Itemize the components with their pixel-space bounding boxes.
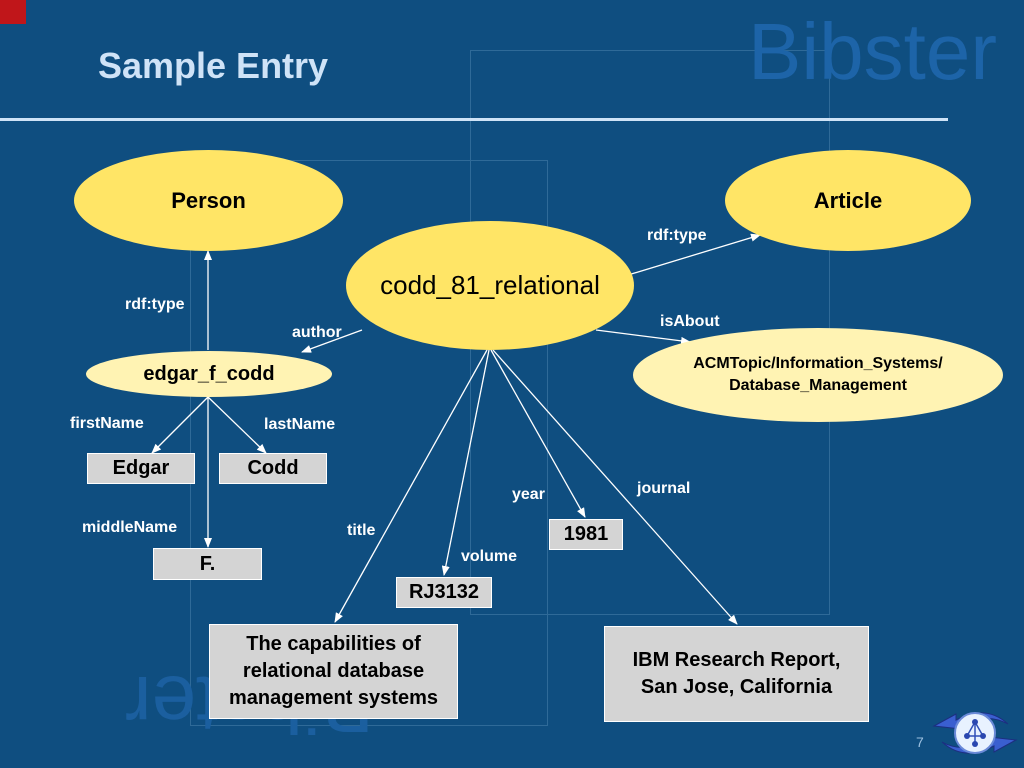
edge-first-name <box>151 396 209 454</box>
literal-edgar: Edgar <box>87 453 195 484</box>
page-number: 7 <box>916 734 924 750</box>
edge-label-middle-name: middleName <box>82 519 178 536</box>
literal-journal: IBM Research Report, San Jose, Californi… <box>604 626 869 722</box>
node-acm-topic: ACMTopic/Information_Systems/ Database_M… <box>633 328 1003 422</box>
edge-label-author: author <box>292 324 342 341</box>
background-frame <box>190 160 548 726</box>
edge-label-journal: journal <box>637 480 691 497</box>
literal-year-text: 1981 <box>563 523 609 545</box>
node-edgar-f-codd-label: edgar_f_codd <box>143 362 275 385</box>
slide-title: Sample Entry <box>98 45 329 86</box>
literal-journal-line1: IBM Research Report, <box>632 649 841 671</box>
literal-codd: Codd <box>219 453 327 484</box>
node-person-label: Person <box>171 187 246 213</box>
corner-mark <box>0 0 26 24</box>
edge-year <box>490 349 586 518</box>
edge-is-about <box>595 329 691 345</box>
node-person: Person <box>74 150 343 251</box>
edge-label-title: title <box>347 522 376 539</box>
node-codd-label: codd_81_relational <box>380 270 600 300</box>
edge-label-volume: volume <box>461 548 518 565</box>
node-acm-topic-line2: Database_Management <box>729 377 907 394</box>
title-divider <box>0 118 948 121</box>
literal-volume-text: RJ3132 <box>408 581 480 603</box>
edge-label-is-about: isAbout <box>660 313 720 330</box>
edge-label-rdf-type-article: rdf:type <box>647 227 707 244</box>
node-acm-topic-line1: ACMTopic/Information_Systems/ <box>693 355 943 372</box>
edge-journal <box>492 349 738 625</box>
edge-label-rdf-type-person: rdf:type <box>125 296 185 313</box>
node-codd-81-relational: codd_81_relational <box>346 221 634 350</box>
edge-label-first-name: firstName <box>70 415 144 432</box>
node-article: Article <box>725 150 971 251</box>
watermark-logo-text: Bibster <box>748 7 997 96</box>
edge-volume <box>441 349 490 576</box>
node-edgar-f-codd: edgar_f_codd <box>86 351 332 397</box>
edge-label-year: year <box>512 486 545 503</box>
literal-title: The capabilities of relational database … <box>209 624 458 719</box>
literal-year: 1981 <box>549 519 623 550</box>
edge-author <box>301 329 363 353</box>
literal-codd-text: Codd <box>247 457 299 479</box>
literal-volume: RJ3132 <box>396 577 492 608</box>
edge-label-last-name: lastName <box>264 416 336 433</box>
edge-last-name <box>207 396 267 454</box>
literal-f-text: F. <box>199 552 216 575</box>
literal-title-line3: management systems <box>229 687 438 709</box>
literal-edgar-text: Edgar <box>112 457 170 479</box>
literal-title-line2: relational database <box>242 660 425 682</box>
literal-journal-line2: San Jose, California <box>640 676 833 698</box>
literal-f: F. <box>153 548 262 580</box>
bibster-logo-icon <box>932 712 1018 754</box>
literal-title-line1: The capabilities of <box>246 633 421 655</box>
node-article-label: Article <box>813 187 883 213</box>
edge-title <box>334 349 488 623</box>
